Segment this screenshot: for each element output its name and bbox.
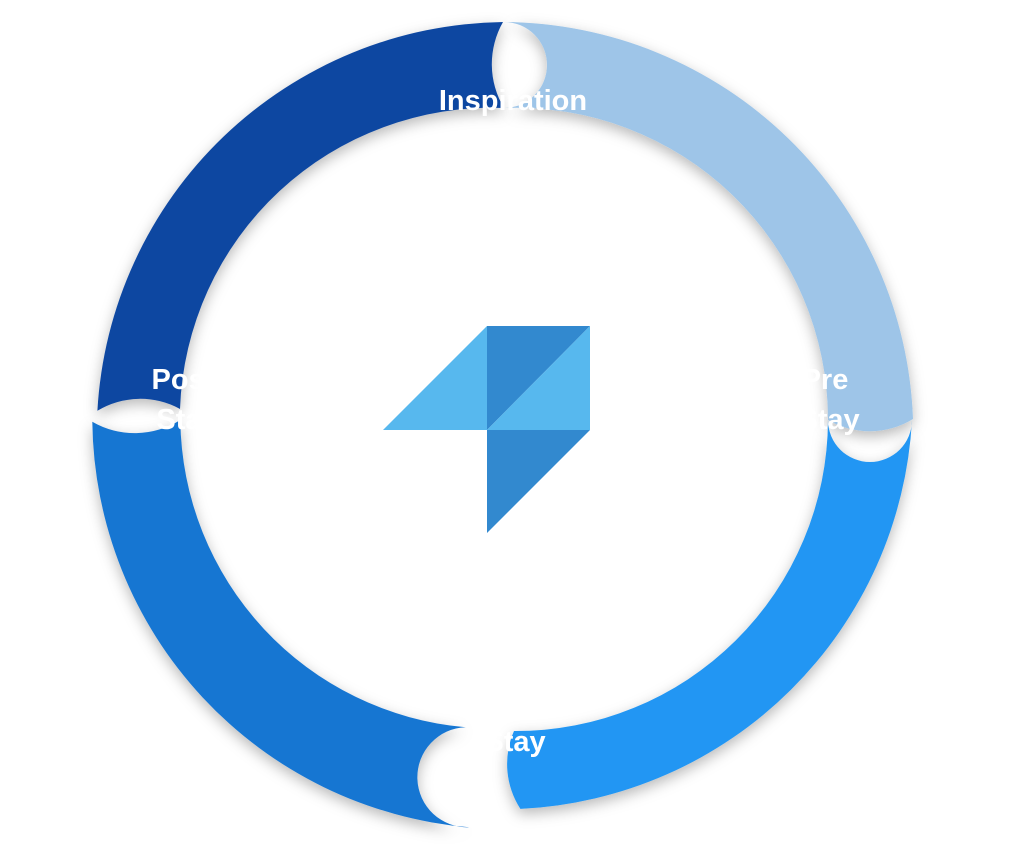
segment-pre-stay[interactable] <box>504 22 913 432</box>
label-post-stay: Post Stay <box>152 364 223 436</box>
segment-during-stay[interactable] <box>507 420 912 809</box>
ring-segments <box>92 22 913 828</box>
label-inspiration: Inspiration <box>439 85 587 117</box>
segment-post-stay[interactable] <box>92 420 470 828</box>
label-pre-stay: Pre Stay <box>798 364 859 436</box>
label-during-stay: During Stay <box>464 686 566 758</box>
kite-logo-icon <box>383 326 590 533</box>
segment-inspiration[interactable] <box>97 22 505 411</box>
